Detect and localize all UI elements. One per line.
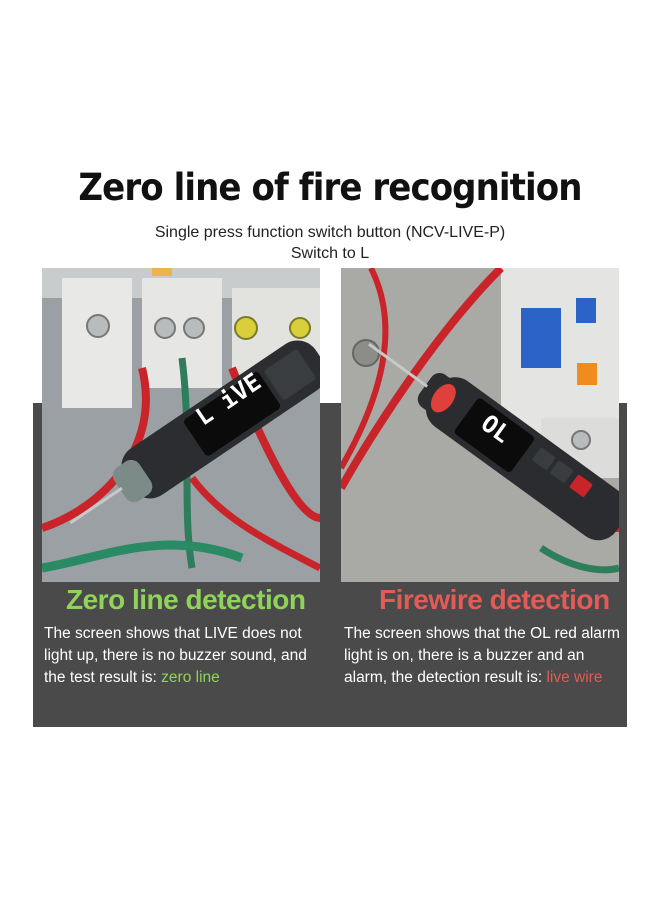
subtitle-line-2: Switch to L: [290, 245, 370, 262]
subtitle-line-1: Single press function switch button (NCV…: [154, 224, 506, 241]
firewire-description-text: The screen shows that the OL red alarm l…: [344, 625, 620, 686]
firewire-result: live wire: [546, 669, 603, 686]
page-title: Zero line of fire recognition: [78, 166, 582, 209]
zero-line-description: The screen shows that LIVE does not ligh…: [44, 623, 328, 689]
zero-line-heading: Zero line detection: [66, 584, 306, 615]
firewire-photo: OL: [341, 268, 619, 582]
firewire-description: The screen shows that the OL red alarm l…: [344, 623, 628, 689]
zero-line-description-text: The screen shows that LIVE does not ligh…: [44, 625, 307, 686]
firewire-heading: Firewire detection: [379, 584, 610, 615]
zero-line-photo: L iVE: [42, 268, 320, 582]
page-subtitle: Single press function switch button (NCV…: [0, 222, 660, 264]
zero-line-result: zero line: [161, 669, 220, 686]
